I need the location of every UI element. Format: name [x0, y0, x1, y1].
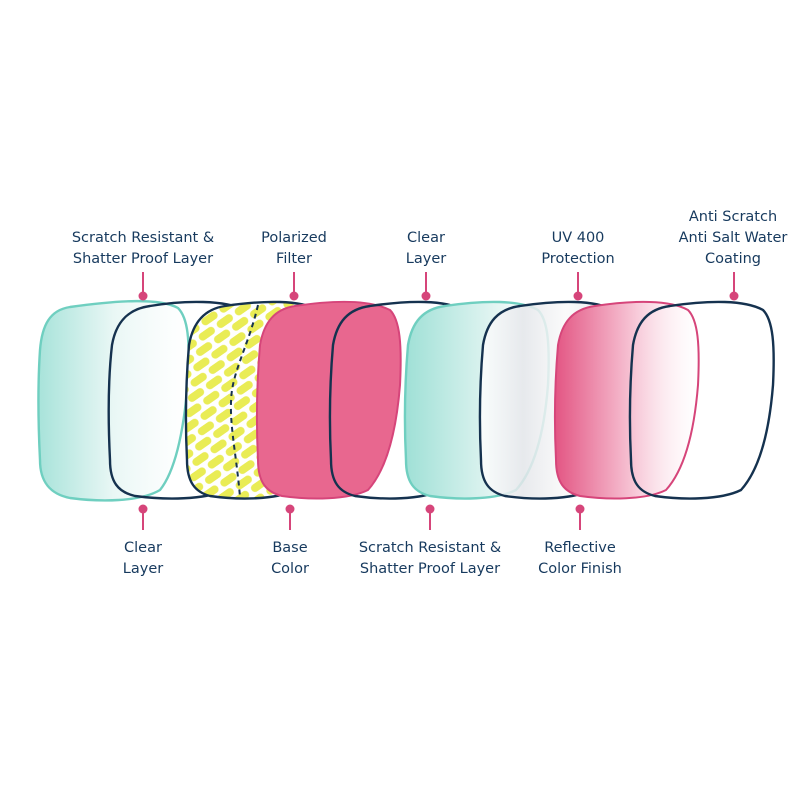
label-line: Protection	[541, 251, 615, 267]
label-line: Anti Salt Water	[678, 230, 788, 246]
label-line: Clear	[407, 230, 445, 246]
label-line: Reflective	[544, 540, 616, 556]
marker-clear-layer-bottom	[138, 504, 148, 530]
label-clear-layer-bottom: Clear Layer	[43, 538, 243, 580]
label-line: UV 400	[551, 230, 605, 246]
polarized-divider	[229, 304, 259, 498]
label-reflective-color-finish: Reflective Color Finish	[480, 538, 680, 580]
marker-uv-400	[573, 272, 583, 301]
label-line: Color	[271, 561, 309, 577]
label-line: Shatter Proof Layer	[359, 561, 501, 577]
marker-base-color	[285, 504, 295, 530]
lens-reflective-finish	[553, 300, 700, 500]
lens-stack	[37, 299, 775, 502]
label-line: Coating	[705, 251, 761, 267]
label-line: Clear	[124, 540, 162, 556]
marker-polarized-filter	[289, 272, 299, 301]
top-markers	[138, 272, 739, 301]
label-line: Base	[272, 540, 308, 556]
label-line: Shatter Proof Layer	[72, 251, 214, 267]
label-line: Color Finish	[538, 561, 622, 577]
label-scratch-resistant-bottom: Scratch Resistant & Shatter Proof Layer	[330, 538, 530, 580]
label-line: Layer	[405, 251, 447, 267]
label-scratch-resistant-top: Scratch Resistant & Shatter Proof Layer	[43, 228, 243, 270]
label-anti-scratch-coating: Anti Scratch Anti Salt Water Coating	[628, 207, 800, 270]
lens-anti-scratch-coating	[628, 300, 775, 500]
label-line: Scratch Resistant &	[358, 540, 502, 556]
label-line: Layer	[122, 561, 164, 577]
label-base-color: Base Color	[190, 538, 390, 580]
label-line: Scratch Resistant &	[71, 230, 215, 246]
bottom-markers	[138, 504, 585, 530]
label-line: Polarized	[261, 230, 327, 246]
marker-reflective-finish	[575, 504, 585, 530]
marker-clear-layer-top	[421, 272, 431, 301]
marker-scratch-resistant-top	[138, 272, 148, 301]
label-uv-400-protection: UV 400 Protection	[478, 228, 678, 270]
marker-anti-scratch	[729, 272, 739, 301]
lens-base-color	[255, 300, 402, 500]
lens-scratch-resistant-1	[37, 299, 190, 502]
marker-scratch-resistant-bottom	[425, 504, 435, 530]
label-polarized-filter: Polarized Filter	[194, 228, 394, 270]
label-line: Anti Scratch	[688, 209, 778, 225]
label-clear-layer-top: Clear Layer	[326, 228, 526, 270]
label-line: Filter	[276, 251, 312, 267]
